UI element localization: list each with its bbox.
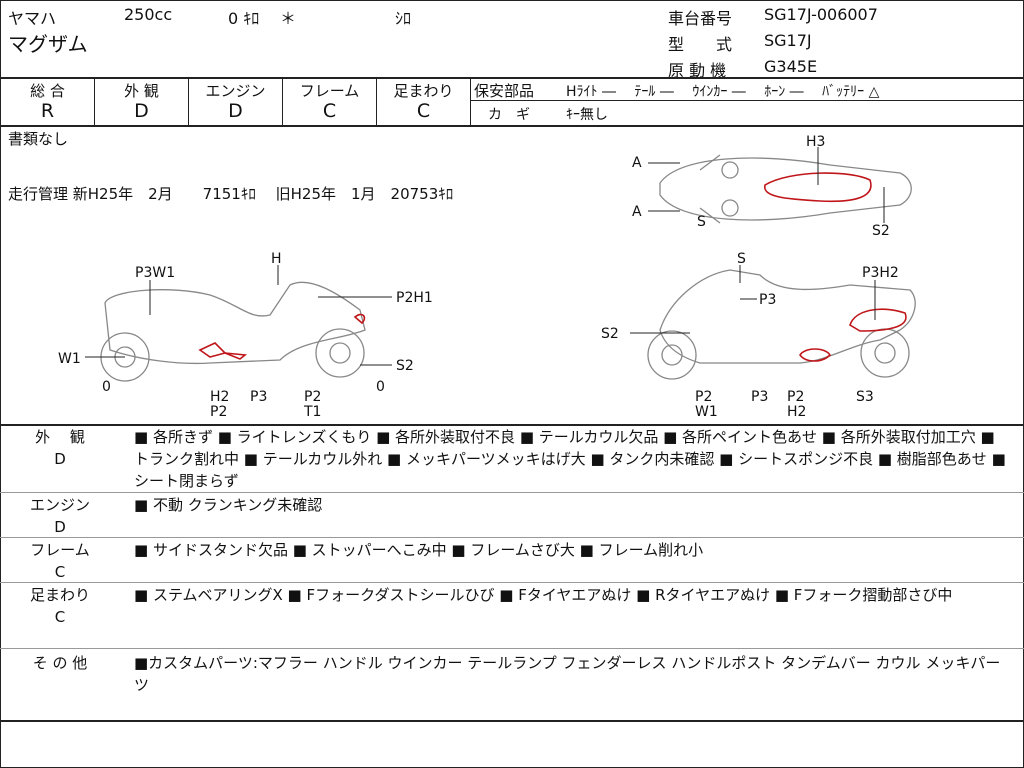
grade-engine-label: エンジン [205,82,266,100]
grade-suspension: C [416,100,431,122]
label: P2 [304,389,321,405]
label: S [737,251,746,267]
grade-frame: C [322,100,337,122]
type-label: 型 式 [668,35,733,54]
key-label: カ ギ [488,107,530,123]
label: W1 [58,351,81,367]
label: P2 [695,389,712,405]
divider [0,537,1024,538]
grade-frame-label: フレーム [299,82,360,100]
label-h3: H3 [806,134,825,150]
divider [0,77,1024,79]
mileage: 0 ｷﾛ [228,9,260,28]
divider [0,582,1024,583]
grade-suspension-label: 足まわり [393,82,454,100]
safety-label: 保安部品 [474,82,535,100]
divider [0,125,1024,127]
label: 0 [102,379,111,395]
grade-overall-label: 総 合 [30,82,65,100]
documents-note: 書類なし [8,130,69,148]
label: P2H1 [396,290,433,306]
scooter-top-view [659,157,912,221]
label: S2 [601,326,619,342]
label-s: S [697,214,706,230]
color: ｼﾛ [395,9,412,28]
displacement: 250cc [124,5,173,24]
grade-overall: R [40,100,55,122]
label: P3H2 [862,265,899,281]
divider [0,424,1024,426]
engine: G345E [764,57,818,76]
divider [282,78,283,125]
frame-no: SG17J-006007 [764,5,878,24]
label: P3W1 [135,265,175,281]
mark: ＊ [280,9,297,28]
divider [470,78,471,125]
model-name: マグザム [8,32,88,56]
divider [376,78,377,125]
condition-other: そ の 他 [32,654,88,672]
maker: ヤマハ [8,9,57,28]
scooter-left-view [104,281,366,365]
grade-exterior-label: 外 観 [124,82,159,100]
label: S2 [396,358,414,374]
condition-engine-text: ■ 不動 クランキング未確認 [134,496,323,514]
divider [0,492,1024,493]
damage-marks [198,172,907,362]
divider [188,78,189,125]
key-value: ｷｰ無し [566,107,608,123]
label: P2 [210,404,227,420]
label: P2 [787,389,804,405]
divider [94,78,95,125]
label: H [271,251,282,267]
type: SG17J [764,31,812,50]
divider [0,648,1024,649]
label: 0 [376,379,385,395]
label: W1 [695,404,718,420]
engine-label: 原 動 機 [668,61,727,80]
divider [470,100,1024,101]
label-a1: A [632,155,642,171]
condition-exterior-text: ■ 各所きず ■ ライトレンズくもり ■ 各所外装取付不良 ■ テールカウル欠品… [134,428,1006,490]
condition-frame-text: ■ サイドスタンド欠品 ■ ストッパーへこみ中 ■ フレームさび大 ■ フレーム… [134,541,704,559]
label: P3 [759,292,776,308]
label-a2: A [632,204,642,220]
safety-items: Hﾗｲﾄ ― ﾃｰﾙ ― ｳｲﾝｶｰ ― ﾎｰﾝ ― ﾊﾞｯﾃﾘｰ △ [566,84,880,100]
condition-other-text: ■カスタムパーツ:マフラー ハンドル ウインカー テールランプ フェンダーレス … [134,654,1001,694]
handlebar [699,154,721,224]
condition-suspension-text: ■ ステムベアリングX ■ Fフォークダストシールひび ■ Fタイヤエアぬけ ■… [134,586,953,604]
label: S3 [856,389,874,405]
label-s2: S2 [872,223,890,239]
grade-exterior: D [134,100,149,122]
frame-no-label: 車台番号 [668,9,733,28]
label: H2 [210,389,229,405]
grade-engine: D [228,100,243,122]
divider [0,720,1024,722]
mileage-record: 走行管理 新H25年 2月 7151ｷﾛ 旧H25年 1月 20753ｷﾛ [8,185,454,203]
label: H2 [787,404,806,420]
label: T1 [303,404,321,420]
damage-diagram: A A S H3 S2 H P3W1 P2H1 W1 S2 0 0 H2 P2 … [58,134,916,420]
label: P3 [250,389,267,405]
scooter-right-view [659,269,916,364]
label: P3 [751,389,768,405]
